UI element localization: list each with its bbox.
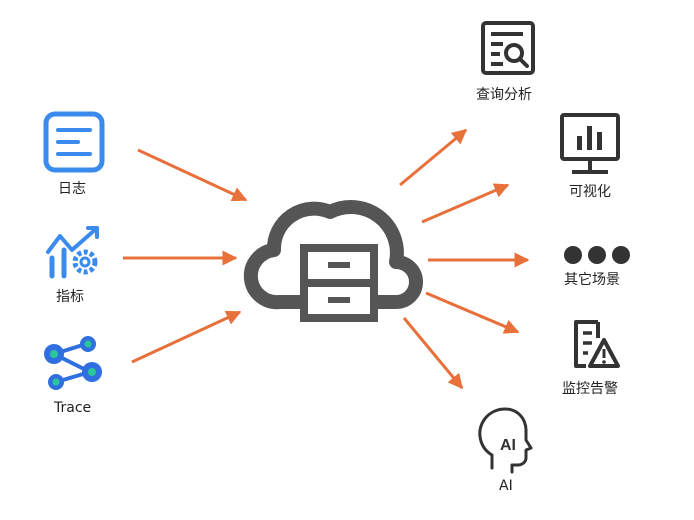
document-icon xyxy=(43,111,105,173)
trace-network-icon xyxy=(44,336,102,390)
alert-document-icon xyxy=(574,320,620,368)
cloud-storage-icon xyxy=(243,199,423,322)
output-label-query: 查询分析 xyxy=(476,87,532,103)
output-label-visual: 可视化 xyxy=(569,184,611,200)
chart-gear-icon xyxy=(46,226,99,279)
source-label-trace: Trace xyxy=(54,400,92,416)
ai-head-icon: AI xyxy=(478,407,533,474)
three-dots-icon xyxy=(564,246,630,264)
arrow-hub-to-visual xyxy=(421,183,510,224)
arrow-hub-to-alert xyxy=(425,291,520,334)
monitor-chart-icon xyxy=(560,113,620,174)
arrow-logs-to-hub xyxy=(137,148,248,202)
output-label-other: 其它场景 xyxy=(564,272,620,288)
arrow-trace-to-hub xyxy=(131,310,242,364)
svg-text:AI: AI xyxy=(500,437,516,454)
arrow-hub-to-ai xyxy=(402,317,464,390)
arrow-hub-to-query xyxy=(399,128,468,187)
output-label-ai: AI xyxy=(499,478,513,494)
output-label-alert: 监控告警 xyxy=(562,381,618,397)
search-document-icon xyxy=(481,21,535,75)
source-label-metrics: 指标 xyxy=(56,289,84,305)
source-label-logs: 日志 xyxy=(58,181,86,197)
